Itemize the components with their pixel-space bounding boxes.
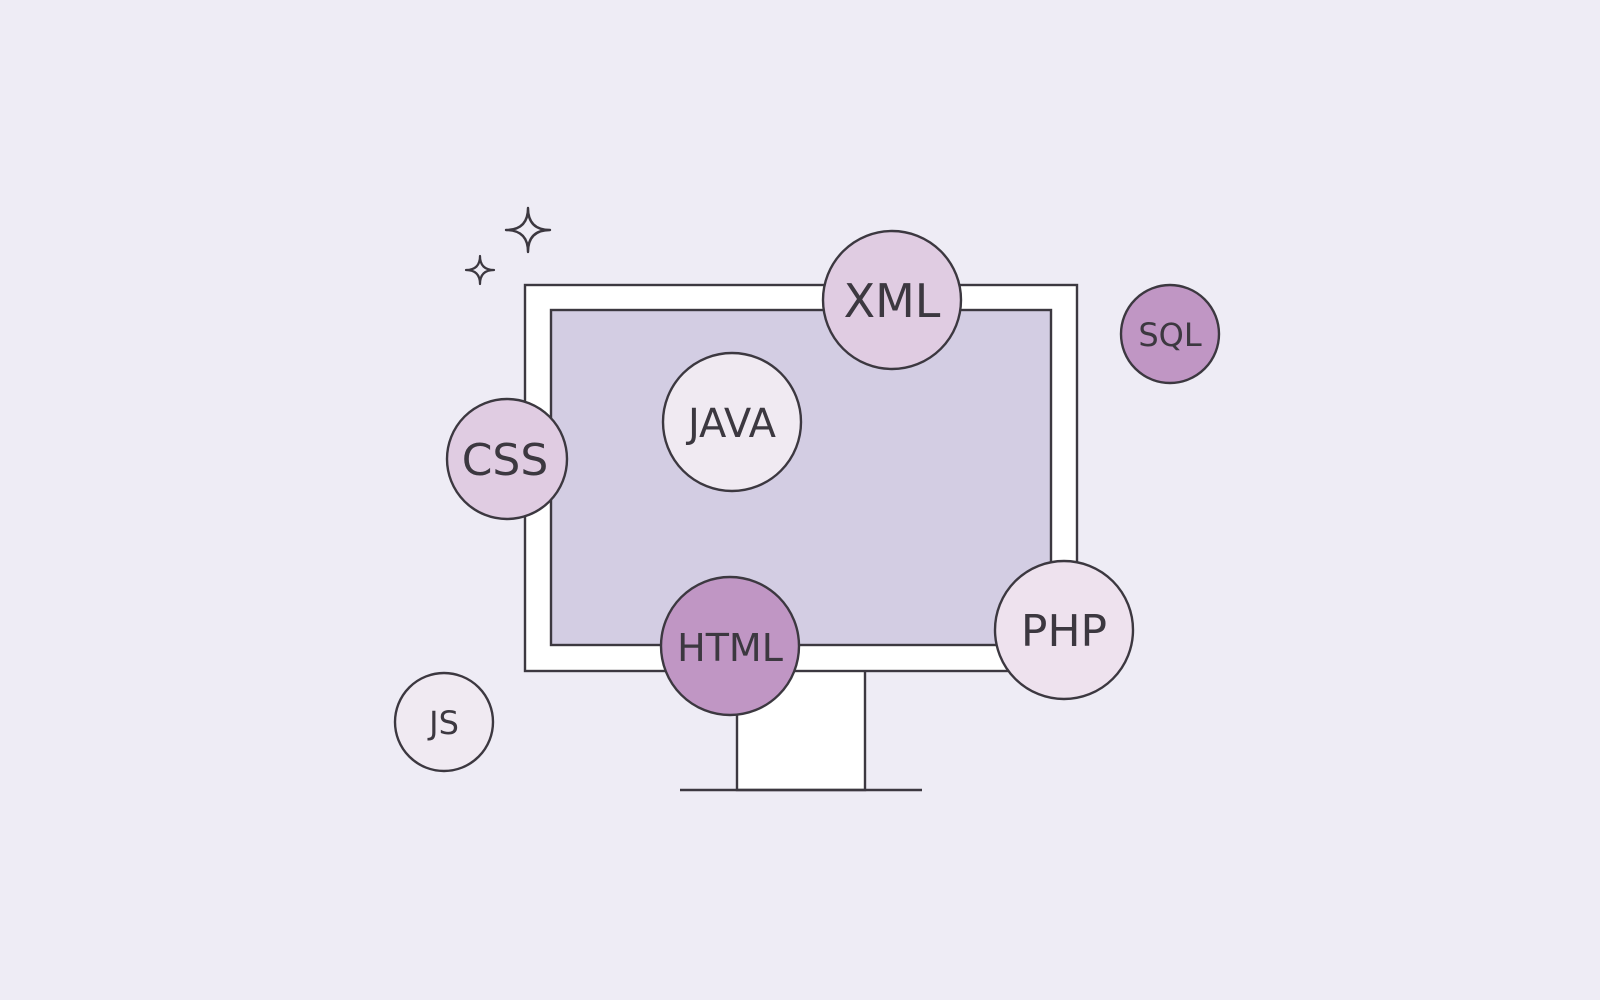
bubble-php-label: PHP bbox=[1021, 606, 1107, 657]
bubble-xml-label: XML bbox=[844, 274, 941, 328]
bubble-java-label: JAVA bbox=[685, 401, 777, 447]
bubble-sql-label: SQL bbox=[1138, 316, 1202, 354]
bubble-css-label: CSS bbox=[462, 435, 549, 486]
bubble-java-circle bbox=[661, 351, 803, 493]
bubble-html-label: HTML bbox=[677, 626, 783, 670]
bubble-php-circle bbox=[993, 559, 1135, 701]
bubble-xml-circle bbox=[821, 229, 963, 371]
bubble-java: JAVA bbox=[661, 351, 803, 493]
bubble-html: HTML bbox=[659, 575, 801, 717]
sparkle-large-icon bbox=[504, 206, 552, 254]
bubble-php: PHP bbox=[993, 559, 1135, 701]
bubble-js-label: JS bbox=[427, 704, 459, 742]
bubble-sql: SQL bbox=[1119, 283, 1221, 385]
bubble-html-circle bbox=[659, 575, 801, 717]
bubble-css: CSS bbox=[445, 397, 569, 521]
bubble-js-circle bbox=[393, 671, 495, 773]
bubble-xml: XML bbox=[821, 229, 963, 371]
bubble-js: JS bbox=[393, 671, 495, 773]
bubble-sql-circle bbox=[1119, 283, 1221, 385]
sparkle-small-icon bbox=[464, 254, 496, 286]
bubble-css-circle bbox=[445, 397, 569, 521]
monitor-screen bbox=[549, 308, 1053, 647]
